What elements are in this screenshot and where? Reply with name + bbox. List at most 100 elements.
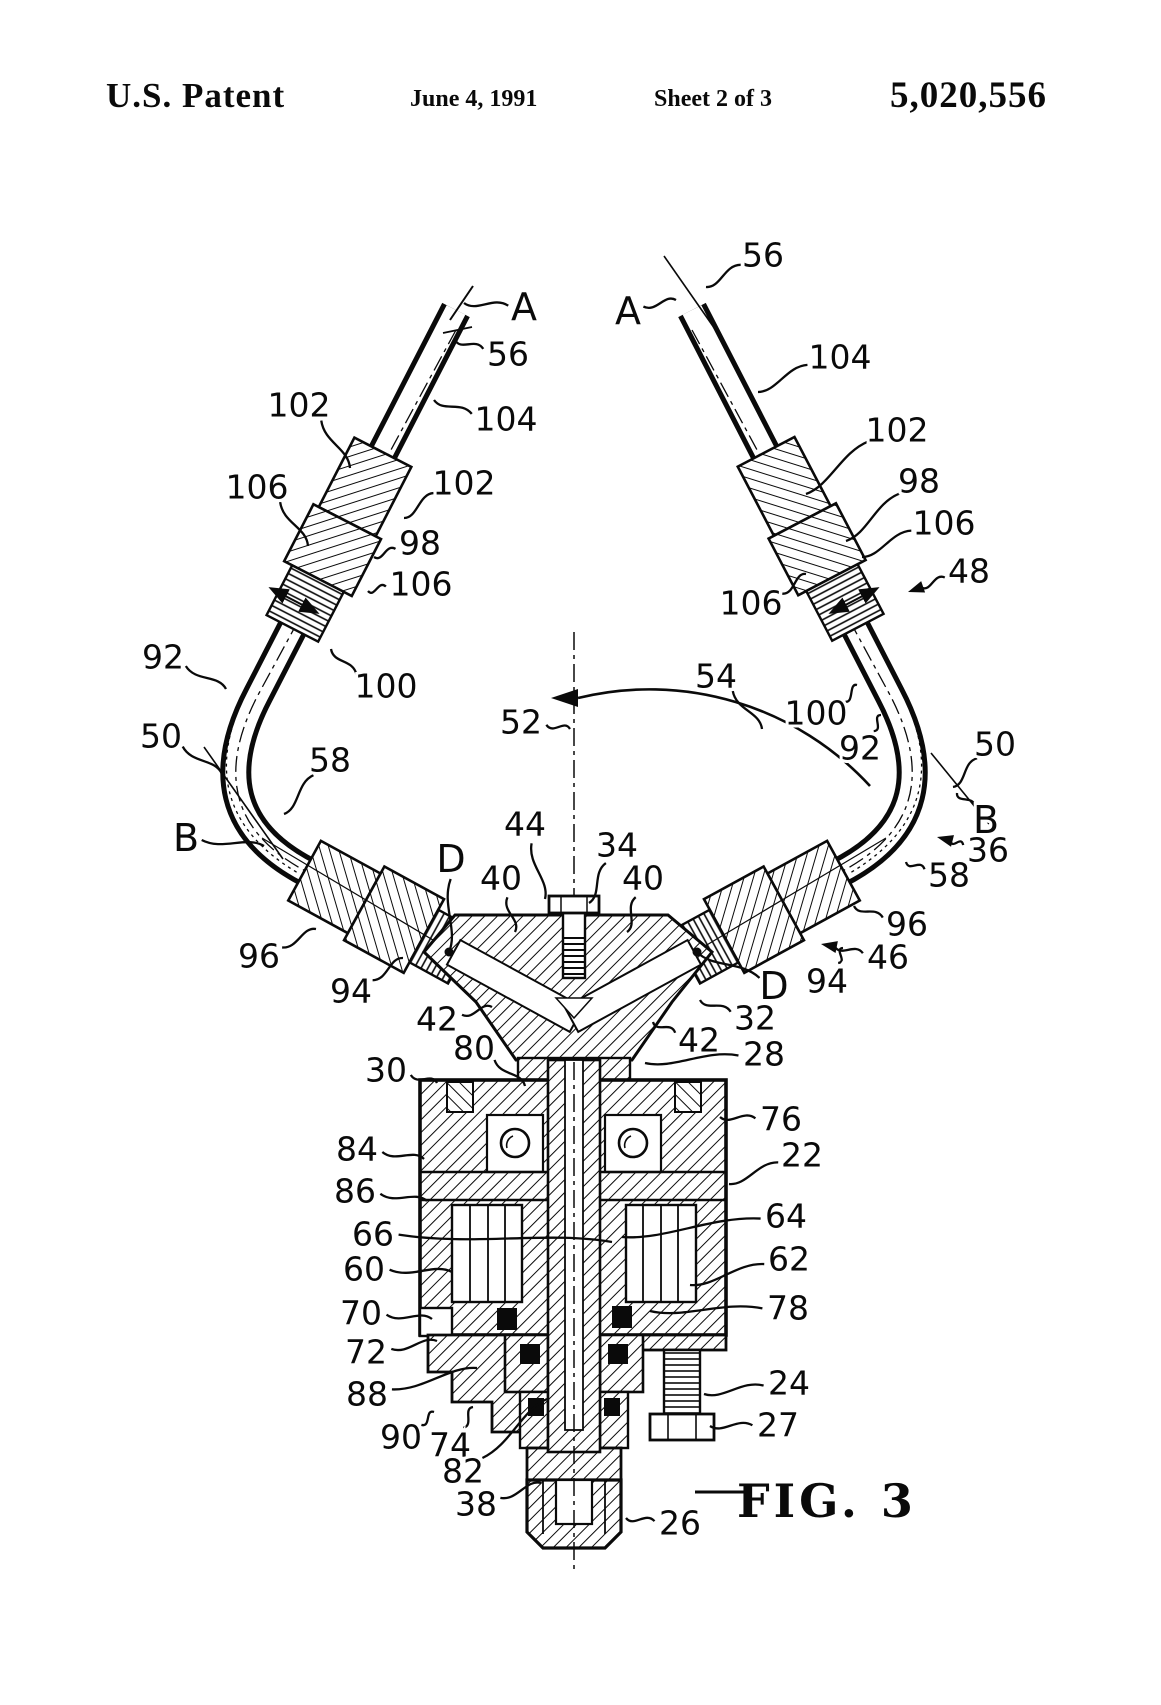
reference-numeral-96: 96 <box>886 905 928 944</box>
leader-line <box>530 843 547 900</box>
reference-numeral-76: 76 <box>760 1100 802 1139</box>
leader-line <box>409 1074 439 1084</box>
leader-line <box>833 945 864 955</box>
reference-numeral-92: 92 <box>142 638 184 677</box>
leader-line <box>461 1004 493 1018</box>
leader-line <box>757 363 808 394</box>
reference-numeral-60: 60 <box>343 1250 385 1289</box>
leader-line <box>621 1217 761 1239</box>
leader-line <box>731 690 764 730</box>
reference-numeral-B: B <box>173 816 199 860</box>
reference-numeral-90: 90 <box>380 1418 422 1457</box>
reference-numeral-50: 50 <box>974 725 1016 764</box>
leader-line <box>588 862 607 904</box>
reference-numeral-34: 34 <box>596 826 638 865</box>
reference-numeral-72: 72 <box>345 1333 387 1372</box>
leader-line <box>709 1421 753 1430</box>
reference-numeral-38: 38 <box>455 1485 497 1524</box>
leader-line <box>625 1516 656 1523</box>
leader-line <box>505 896 518 933</box>
reference-numeral-74: 74 <box>429 1426 471 1465</box>
leader-line <box>446 878 454 953</box>
reference-numeral-64: 64 <box>765 1197 807 1236</box>
reference-numeral-40: 40 <box>480 859 522 898</box>
leader-line <box>453 339 485 350</box>
leader-line <box>873 713 882 733</box>
leader-line <box>184 665 228 690</box>
leader-line <box>320 420 352 469</box>
leader-line <box>389 1267 453 1274</box>
leader-line <box>391 1366 478 1391</box>
patent-header-date: June 4, 1991 <box>410 86 538 112</box>
reference-numeral-104: 104 <box>475 400 538 439</box>
leader-line <box>390 1338 438 1352</box>
leader-line <box>845 492 900 543</box>
reference-numeral-86: 86 <box>334 1172 376 1211</box>
leader-line <box>696 951 761 979</box>
leader-line <box>904 861 926 870</box>
leader-line <box>381 1150 425 1160</box>
reference-numeral-106: 106 <box>720 584 783 623</box>
figure-caption-text: FIG. 3 <box>737 1474 917 1528</box>
leader-line <box>728 1161 779 1186</box>
patent-header-sheet: Sheet 2 of 3 <box>654 86 772 112</box>
reference-numeral-56: 56 <box>742 236 784 275</box>
reference-numeral-80: 80 <box>453 1029 495 1068</box>
leader-line <box>385 1313 433 1320</box>
reference-numeral-102: 102 <box>268 386 331 425</box>
reference-numeral-58: 58 <box>309 741 351 780</box>
leader-line <box>283 774 314 816</box>
reference-numeral-96: 96 <box>238 937 280 976</box>
reference-numeral-104: 104 <box>809 338 872 377</box>
leader-line <box>719 1114 757 1121</box>
leader-line <box>481 1397 548 1460</box>
leader-arrowhead <box>908 581 926 593</box>
reference-numeral-54: 54 <box>695 657 737 696</box>
leader-line <box>626 896 637 933</box>
reference-numeral-56: 56 <box>487 335 529 374</box>
reference-numeral-78: 78 <box>767 1289 809 1328</box>
reference-numeral-48: 48 <box>948 552 990 591</box>
leader-line <box>545 724 571 730</box>
reference-numeral-D: D <box>759 964 788 1008</box>
reference-numeral-42: 42 <box>678 1021 720 1060</box>
left-upper-fitting-assembly <box>264 435 414 644</box>
leader-line <box>282 927 317 949</box>
reference-numeral-88: 88 <box>346 1375 388 1414</box>
reference-numeral-22: 22 <box>781 1136 823 1175</box>
reference-numeral-28: 28 <box>743 1035 785 1074</box>
leader-line <box>433 399 473 415</box>
leader-line <box>493 1059 527 1087</box>
reference-numeral-100: 100 <box>355 667 418 706</box>
leader-arrowhead <box>937 835 954 847</box>
leader-line <box>689 1262 765 1287</box>
leader-line <box>403 491 434 520</box>
reference-numeral-A: A <box>511 285 537 329</box>
leader-line <box>463 301 509 308</box>
reference-numeral-52: 52 <box>500 703 542 742</box>
leader-line <box>201 839 265 848</box>
reference-numeral-A: A <box>615 289 641 333</box>
reference-numeral-106: 106 <box>913 504 976 543</box>
leader-line <box>861 529 912 559</box>
reference-numeral-66: 66 <box>352 1215 394 1254</box>
leader-line <box>379 1192 428 1202</box>
reference-numeral-102: 102 <box>866 411 929 450</box>
leader-line <box>500 1481 542 1500</box>
reference-numeral-100: 100 <box>785 694 848 733</box>
reference-numeral-32: 32 <box>734 999 776 1038</box>
leader-line <box>367 583 387 594</box>
reference-numeral-62: 62 <box>768 1240 810 1279</box>
patent-header-number: 5,020,556 <box>890 75 1047 116</box>
reference-numeral-94: 94 <box>806 962 848 1001</box>
reference-numeral-106: 106 <box>390 565 453 604</box>
section-line-dot <box>444 947 454 957</box>
leader-line <box>651 1021 677 1034</box>
leader-line <box>845 683 858 703</box>
reference-numeral-40: 40 <box>622 859 664 898</box>
reference-numeral-82: 82 <box>442 1452 484 1491</box>
manifold-hub <box>421 894 715 1062</box>
leader-line <box>852 905 884 919</box>
leader-line <box>462 1405 474 1430</box>
